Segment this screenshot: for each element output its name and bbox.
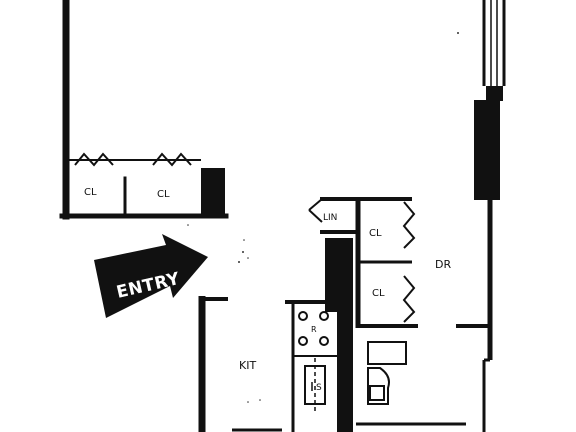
hall-thick-wall xyxy=(325,238,353,312)
dr-closets xyxy=(355,199,418,328)
dr-fixture-box xyxy=(367,341,407,365)
kitchen-label: KIT xyxy=(239,359,256,372)
sink-icon xyxy=(304,365,326,405)
window-head xyxy=(486,86,503,101)
speck xyxy=(242,251,244,253)
east-thick-wall xyxy=(474,100,500,200)
sink-label: S xyxy=(316,383,322,393)
burner-3-icon xyxy=(298,336,308,346)
scan-specks xyxy=(187,32,459,403)
speck xyxy=(247,257,249,259)
dining-room-label: DR xyxy=(435,258,451,271)
kitchen-east-wall xyxy=(337,312,353,432)
closet-3-label: CL xyxy=(369,228,382,239)
speck xyxy=(243,239,245,241)
speck xyxy=(247,401,249,403)
speck xyxy=(457,32,459,34)
speck xyxy=(187,224,189,226)
closet-4-label: CL xyxy=(372,288,385,299)
burner-2-icon xyxy=(319,311,329,321)
linen-door-line-2 xyxy=(308,209,323,223)
burner-1-icon xyxy=(298,311,308,321)
closet-2-door-icon xyxy=(152,152,192,167)
closet-3-door-icon xyxy=(402,201,416,249)
linen-label: LIN xyxy=(323,213,337,223)
dr-fixtures xyxy=(367,341,407,405)
closet-1-label: CL xyxy=(84,187,97,198)
burner-4-icon xyxy=(319,336,329,346)
entry-column xyxy=(201,168,225,218)
closet-2-label: CL xyxy=(157,189,170,200)
entry-arrow-shape xyxy=(94,234,208,318)
range-label: R xyxy=(311,325,317,334)
east-window xyxy=(482,0,506,86)
linen-door-line xyxy=(308,198,323,211)
speck xyxy=(259,399,261,401)
entry-arrow: ENTRY xyxy=(94,234,208,318)
range-burners xyxy=(298,311,329,346)
kitchen xyxy=(232,300,340,432)
speck xyxy=(238,261,240,263)
closet-1-door-icon xyxy=(74,152,114,167)
dr-fixture-chair xyxy=(367,367,390,405)
dr-fixture-small xyxy=(369,385,385,401)
closet-4-door-icon xyxy=(402,275,416,323)
linen-closet xyxy=(308,197,412,234)
